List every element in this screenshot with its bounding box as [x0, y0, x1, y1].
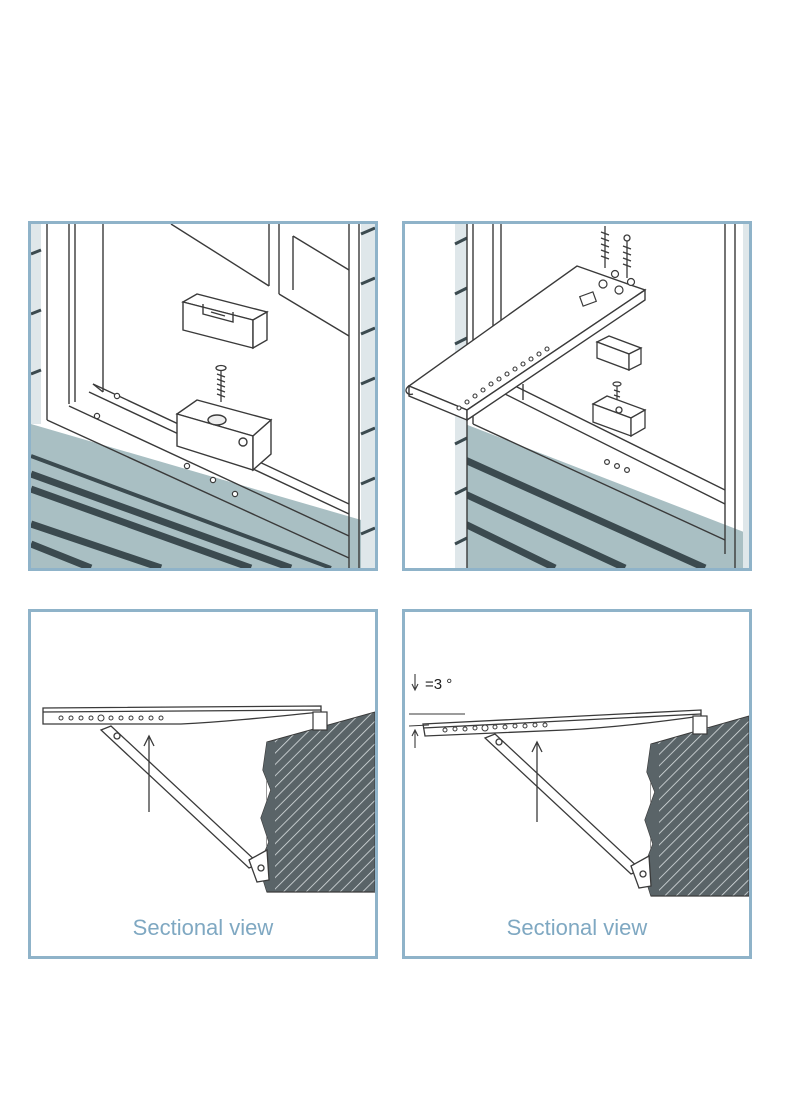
window-sill-block-illustration	[31, 224, 375, 568]
wall-section	[642, 715, 749, 897]
screw-icon	[622, 234, 632, 278]
bracket-mounting-illustration	[405, 224, 749, 568]
support-bracket-bar	[42, 705, 322, 725]
upper-support-block	[595, 335, 643, 372]
panel-caption: Sectional view	[506, 915, 648, 940]
right-siding-edge	[360, 224, 375, 568]
diagonal-strut	[483, 733, 652, 889]
sill-block	[312, 711, 328, 731]
bracket-adjustment-holes	[58, 714, 164, 722]
upward-arrow-icon	[531, 740, 543, 822]
sill-screw-holes	[604, 459, 631, 474]
wall-section	[258, 711, 375, 893]
step-2-panel	[402, 221, 752, 571]
right-siding-edge	[743, 224, 749, 568]
exterior-wall-siding	[463, 424, 749, 568]
lower-support-block	[591, 395, 647, 438]
sectional-diagram	[42, 705, 375, 893]
left-siding-edge	[31, 224, 42, 424]
step-1-panel	[28, 221, 378, 571]
panel-caption: Sectional view	[132, 915, 274, 940]
diagonal-strut	[99, 725, 270, 883]
bracket-end-plate	[578, 269, 636, 307]
sill-screw-holes	[93, 392, 239, 498]
sectional-view-panel-2: =3 ° Sectional view	[402, 609, 752, 959]
sill-block	[692, 715, 708, 735]
exterior-wall-siding	[31, 424, 375, 568]
bracket-adjustment-holes	[456, 346, 550, 411]
lower-support-block	[175, 399, 273, 472]
upper-support-block	[181, 293, 269, 350]
angle-label: =3 °	[425, 676, 453, 693]
upward-arrow-icon	[143, 734, 155, 812]
window-frame	[46, 224, 360, 568]
screw-icon	[600, 226, 610, 268]
angle-indicator	[408, 674, 465, 748]
bracket-adjustment-holes	[442, 722, 548, 733]
screw-icon	[215, 364, 227, 402]
sectional-view-panel-1: Sectional view	[28, 609, 378, 959]
sectional-diagram-with-angle	[408, 674, 749, 897]
